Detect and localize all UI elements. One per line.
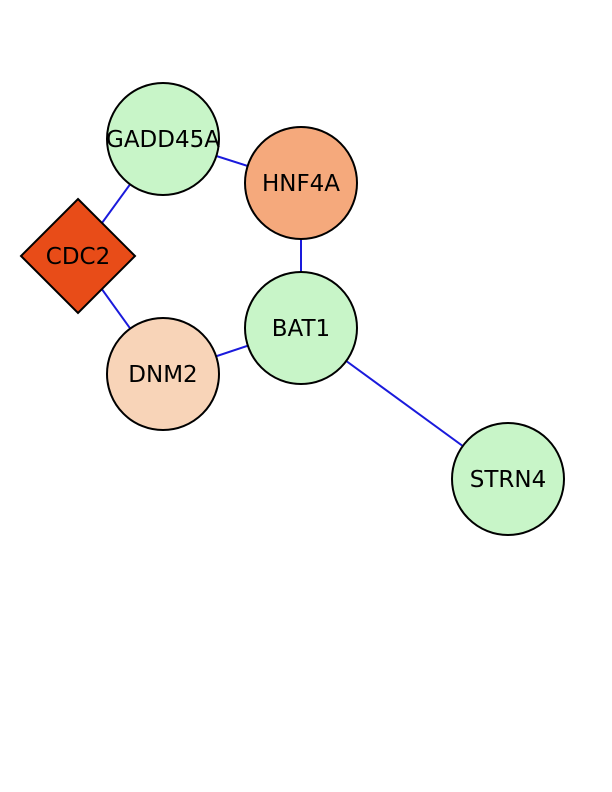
node-hnf4a[interactable]: HNF4A — [244, 126, 358, 240]
node-bat1[interactable]: BAT1 — [244, 271, 358, 385]
node-gadd45a[interactable]: GADD45A — [106, 82, 220, 196]
node-dnm2[interactable]: DNM2 — [106, 317, 220, 431]
node-label: STRN4 — [470, 467, 546, 493]
node-circle-shape — [106, 82, 220, 196]
node-label: DNM2 — [128, 362, 197, 388]
node-circle-shape — [244, 271, 358, 385]
node-circle-shape — [106, 317, 220, 431]
node-circle-shape — [451, 422, 565, 536]
node-label: HNF4A — [262, 171, 340, 197]
node-circle-shape — [244, 126, 358, 240]
node-label: GADD45A — [106, 127, 220, 153]
node-label: BAT1 — [272, 316, 330, 342]
node-diamond-shape — [19, 197, 137, 315]
node-strn4[interactable]: STRN4 — [451, 422, 565, 536]
node-label: CDC2 — [46, 244, 110, 270]
node-cdc2[interactable]: CDC2 — [19, 197, 137, 315]
